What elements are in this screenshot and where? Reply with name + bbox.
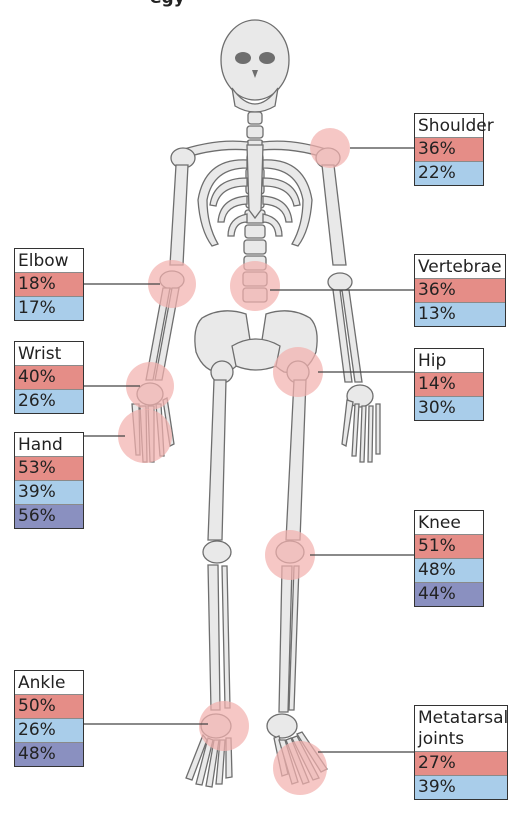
vertebrae-label: Vertebrae 36% 13% bbox=[414, 254, 506, 327]
wrist-value-1: 40% bbox=[15, 365, 83, 389]
wrist-title: Wrist bbox=[15, 342, 83, 365]
metatarsal-value-2: 39% bbox=[415, 775, 507, 799]
hand-label: Hand 53% 39% 56% bbox=[14, 432, 84, 529]
ankle-value-3: 48% bbox=[15, 742, 83, 766]
hip-value-1: 14% bbox=[415, 372, 483, 396]
hip-highlight bbox=[273, 347, 323, 397]
elbow-label: Elbow 18% 17% bbox=[14, 248, 84, 321]
elbow-value-1: 18% bbox=[15, 272, 83, 296]
metatarsal-value-1: 27% bbox=[415, 751, 507, 775]
vertebrae-title: Vertebrae bbox=[415, 255, 505, 278]
hand-value-3: 56% bbox=[15, 504, 83, 528]
knee-title: Knee bbox=[415, 511, 483, 534]
elbow-value-2: 17% bbox=[15, 296, 83, 320]
hip-title: Hip bbox=[415, 349, 483, 372]
knee-label: Knee 51% 48% 44% bbox=[414, 510, 484, 607]
elbow-title: Elbow bbox=[15, 249, 83, 272]
wrist-label: Wrist 40% 26% bbox=[14, 341, 84, 414]
ankle-value-2: 26% bbox=[15, 718, 83, 742]
shoulder-value-1: 36% bbox=[415, 137, 483, 161]
metatarsal-title: Metatarsal joints bbox=[415, 706, 507, 751]
hand-title: Hand bbox=[15, 433, 83, 456]
ankle-value-1: 50% bbox=[15, 694, 83, 718]
ankle-title: Ankle bbox=[15, 671, 83, 694]
shoulder-label: Shoulder 36% 22% bbox=[414, 113, 484, 186]
knee-highlight bbox=[265, 530, 315, 580]
hip-value-2: 30% bbox=[415, 396, 483, 420]
shoulder-value-2: 22% bbox=[415, 161, 483, 185]
hand-value-1: 53% bbox=[15, 456, 83, 480]
metatarsal-highlight bbox=[273, 741, 327, 795]
metatarsal-label: Metatarsal joints 27% 39% bbox=[414, 705, 508, 800]
knee-value-2: 48% bbox=[415, 558, 483, 582]
hand-value-2: 39% bbox=[15, 480, 83, 504]
knee-value-1: 51% bbox=[415, 534, 483, 558]
vertebrae-value-1: 36% bbox=[415, 278, 505, 302]
hip-label: Hip 14% 30% bbox=[414, 348, 484, 421]
ankle-highlight bbox=[199, 701, 249, 751]
wrist-value-2: 26% bbox=[15, 389, 83, 413]
vertebrae-value-2: 13% bbox=[415, 302, 505, 326]
vertebrae-highlight bbox=[230, 261, 280, 311]
knee-value-3: 44% bbox=[415, 582, 483, 606]
ankle-label: Ankle 50% 26% 48% bbox=[14, 670, 84, 767]
shoulder-title: Shoulder bbox=[415, 114, 483, 137]
hand-highlight bbox=[118, 409, 172, 463]
shoulder-highlight bbox=[310, 128, 350, 168]
